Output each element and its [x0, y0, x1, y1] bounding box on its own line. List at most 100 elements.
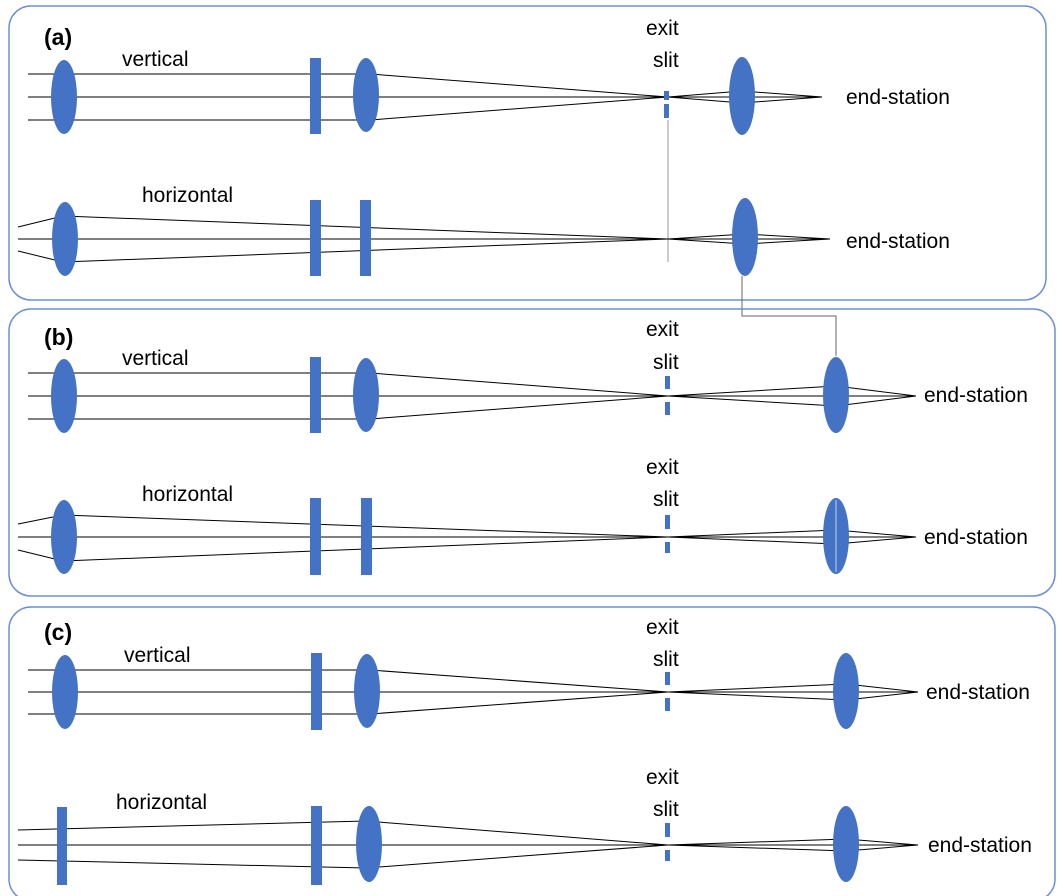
ray-diverge [667, 838, 847, 846]
ray-upper [369, 73, 669, 98]
refocusing-lens [833, 653, 859, 729]
refocusing-lens [729, 57, 755, 135]
exit-slit [665, 515, 670, 529]
panel-c-frame [8, 606, 1056, 896]
exit-slit [665, 672, 670, 685]
refocusing-lens [823, 357, 849, 433]
panel-a-vertical-row: vertical exit slit end-station [28, 17, 950, 135]
ray-diverge [667, 529, 837, 538]
panel-b-frame [8, 308, 1056, 597]
ray-upper [17, 820, 367, 831]
focusing-lens [51, 60, 77, 134]
panel-c-horizontal-end-station: end-station [928, 834, 1032, 857]
panel-b-horizontal-row: horizontal exit slit end-stat [17, 456, 1028, 575]
panel-c-exit-label: exit [646, 616, 679, 639]
panel-b-label: (b) [44, 324, 73, 350]
focusing-lens [354, 654, 380, 728]
focusing-lens [51, 359, 77, 433]
exit-slit [664, 91, 669, 100]
panel-b-vertical-end-station: end-station [924, 384, 1028, 407]
ray-lower [365, 844, 669, 869]
ray-fan [28, 73, 823, 121]
exit-slit [664, 104, 669, 118]
panel-a-exit-label: exit [646, 17, 679, 40]
optical-element [310, 357, 321, 433]
panel-b-exit-label: exit [646, 318, 679, 341]
optical-element [57, 807, 67, 885]
panel-a-horizontal-row: horizontal end-station [17, 184, 950, 276]
ray-lower [17, 859, 367, 869]
optical-element [310, 498, 321, 575]
ray-fan [17, 514, 917, 562]
ray-focus [744, 238, 831, 245]
exit-slit [665, 542, 670, 553]
panel-c-horizontal-label: horizontal [116, 791, 207, 814]
ray-upper [365, 820, 669, 846]
panel-b-vertical-label: vertical [122, 347, 189, 370]
panel-c-vertical-label: vertical [124, 644, 191, 667]
ray-diverge [667, 683, 847, 693]
ray-lower [369, 395, 669, 420]
optical-element [361, 498, 372, 575]
ray-fan [28, 372, 917, 420]
ray-fan [17, 820, 919, 869]
focusing-lens [353, 58, 379, 132]
ray-focus [835, 395, 917, 407]
panel-b-horizontal-label: horizontal [142, 483, 233, 506]
panel-c-horizontal-slit-label: slit [653, 798, 679, 821]
panel-a-vertical-label: vertical [122, 48, 189, 71]
exit-slit [665, 402, 670, 415]
panel-a-horizontal-end-station: end-station [846, 230, 950, 253]
ray-lower [369, 691, 669, 715]
panel-a-vertical-end-station: end-station [846, 86, 950, 109]
ray-upper [369, 372, 669, 397]
optical-element [310, 58, 321, 134]
panel-c: (c) vertical exit slit [8, 606, 1056, 896]
ray-diverge [667, 385, 837, 397]
panel-a-frame [8, 5, 1047, 301]
optical-element [360, 200, 371, 276]
ray-diverge [667, 536, 837, 545]
ray-focus [741, 90, 823, 98]
panel-c-slit-label: slit [653, 648, 679, 671]
focusing-lens [52, 202, 78, 276]
panel-a: (a) vertical exit slit [8, 5, 1047, 301]
ray-diverge [667, 395, 837, 407]
ray-fan [17, 215, 831, 263]
panel-a-label: (a) [44, 24, 72, 50]
panel-a-horizontal-label: horizontal [142, 184, 233, 207]
panel-c-horizontal-row: horizontal exit slit end-station [17, 766, 1032, 885]
optical-element [310, 200, 321, 276]
focusing-lens [51, 500, 77, 574]
focusing-lens [52, 655, 78, 729]
exit-slit [665, 823, 670, 837]
focusing-lens [353, 358, 379, 432]
ray-lower [369, 96, 669, 121]
focusing-lens [356, 806, 382, 882]
ray-focus [744, 233, 831, 240]
refocusing-lens [833, 806, 859, 882]
ray-diverge [667, 691, 847, 701]
panel-c-horizontal-exit-label: exit [646, 766, 679, 789]
exit-slit [665, 698, 670, 711]
ray-upper [369, 669, 669, 693]
panel-c-vertical-end-station: end-station [926, 681, 1030, 704]
ray-focus [835, 529, 917, 538]
panel-a-slit-label: slit [653, 49, 679, 72]
exit-slit [665, 850, 670, 861]
ray-focus [835, 385, 917, 397]
lens-shift-connector [741, 276, 837, 356]
panel-b-horizontal-end-station: end-station [924, 526, 1028, 549]
panel-c-label: (c) [44, 619, 72, 645]
ray-fan [28, 669, 919, 715]
ray-focus [835, 536, 917, 545]
optical-element [311, 806, 322, 885]
panel-b-horizontal-slit-label: slit [653, 488, 679, 511]
panel-b-horizontal-exit-label: exit [646, 456, 679, 479]
panel-b: (b) vertical exit slit [8, 308, 1056, 597]
optical-element [311, 653, 322, 730]
ray-focus [741, 96, 823, 104]
ray-diverge [667, 844, 847, 852]
panel-b-slit-label: slit [653, 351, 679, 374]
